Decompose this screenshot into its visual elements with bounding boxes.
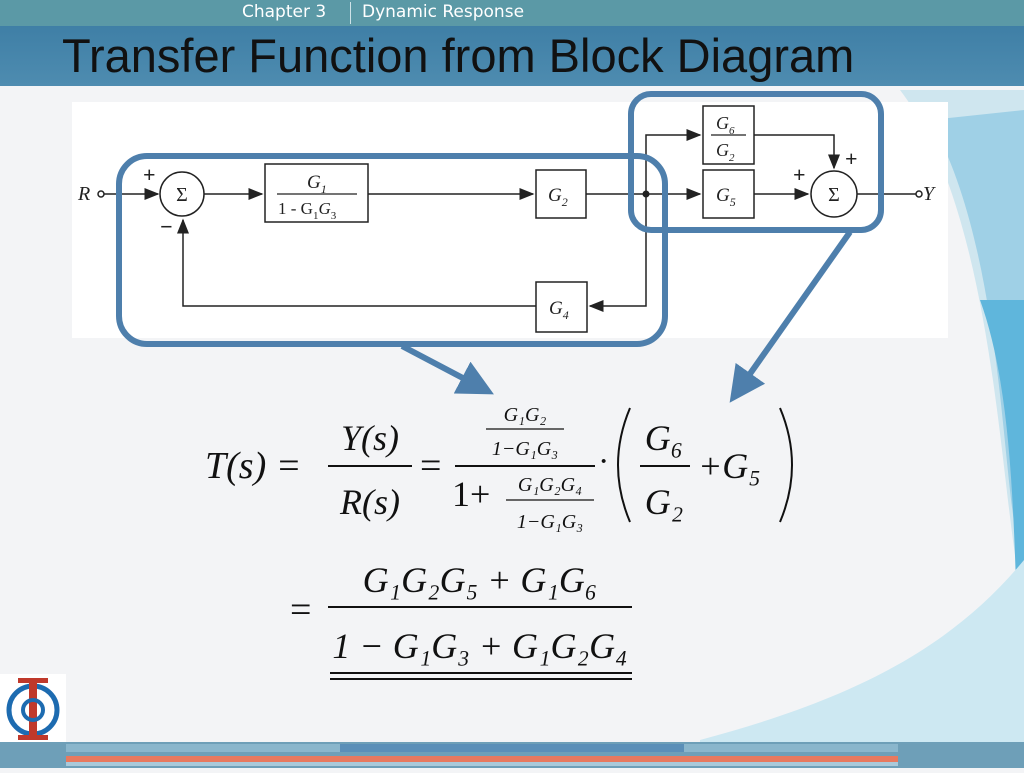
transfer-function-equation: T(s) = Y(s) R(s) = G₁G₂ 1−G₁G₃ 1+ G₁G₂G₄… [205, 404, 793, 533]
summer1-plus: + [143, 162, 156, 187]
pointer-arrow-left [400, 343, 494, 395]
eq-lhs: T(s) = [205, 445, 301, 487]
summer2-plus-top: + [845, 146, 858, 171]
eq-plus-term: +G₅ [698, 446, 761, 486]
chapter-label: Chapter 3 [242, 2, 327, 22]
eq-inner-num-den: 1−G₁G₃ [492, 438, 558, 460]
svg-text:G2: G2 [548, 185, 568, 209]
output-node [915, 190, 923, 198]
svg-text:1 - G1G3: 1 - G1G3 [278, 199, 337, 222]
eq-inner-num-num: G₁G₂ [504, 404, 547, 426]
eq-ratio-num: Y(s) [341, 418, 399, 458]
eq2-numerator: G₁G₂G₅ + G₁G₆ [363, 560, 598, 600]
highlight-box-right [628, 91, 884, 233]
simplified-equation: = G₁G₂G₅ + G₁G₆ 1 − G₁G₃ + G₁G₂G₄ [290, 560, 632, 680]
g4-block: G4 [535, 281, 588, 333]
eq-left-paren [617, 407, 631, 523]
svg-text:G2: G2 [716, 140, 735, 164]
eq2-equals: = [290, 589, 311, 631]
highlight-box-left [116, 153, 668, 347]
header-bar: Chapter 3 Dynamic Response [0, 0, 1024, 26]
input-label: R [77, 183, 90, 205]
summing-junction-1: Σ [159, 171, 205, 217]
college-logo [0, 674, 66, 744]
svg-text:G4: G4 [549, 298, 569, 322]
output-label: Y [923, 183, 936, 205]
eq-one-plus: 1+ [452, 474, 490, 514]
summing-junction-2: Σ [810, 170, 858, 218]
g2-block: G2 [535, 169, 587, 219]
summer2-plus-left: + [793, 162, 806, 187]
eq-ratio-den: R(s) [339, 482, 400, 522]
footer-bar [0, 742, 1024, 768]
section-label: Dynamic Response [362, 2, 525, 22]
svg-text:Σ: Σ [828, 184, 840, 206]
eq-inner-den-den: 1−G₁G₃ [517, 511, 583, 533]
eq-paren-frac-den: G₂ [645, 482, 684, 522]
slide-title: Transfer Function from Block Diagram [62, 29, 855, 82]
g6-over-g2-block: G6 G2 [702, 105, 755, 165]
svg-text:G6: G6 [716, 113, 735, 137]
eq-paren-frac-num: G₆ [645, 418, 684, 458]
svg-text:G5: G5 [716, 185, 736, 209]
eq-inner-den-num: G₁G₂G₄ [518, 474, 582, 496]
svg-text:Σ: Σ [176, 184, 188, 206]
svg-text:G1: G1 [307, 172, 327, 196]
pointer-arrow-right [729, 230, 853, 403]
eq2-denominator: 1 − G₁G₃ + G₁G₂G₄ [332, 626, 627, 666]
header-divider [350, 2, 351, 24]
summer1-minus: − [160, 214, 173, 239]
input-node [97, 190, 105, 198]
g1-block: G1 1 - G1G3 [264, 163, 369, 223]
eq-dot: · [598, 443, 609, 480]
eq-equals-1: = [420, 445, 441, 487]
title-bar: Transfer Function from Block Diagram [0, 26, 1024, 86]
g5-block: G5 [702, 169, 755, 219]
eq-right-paren [779, 407, 793, 523]
